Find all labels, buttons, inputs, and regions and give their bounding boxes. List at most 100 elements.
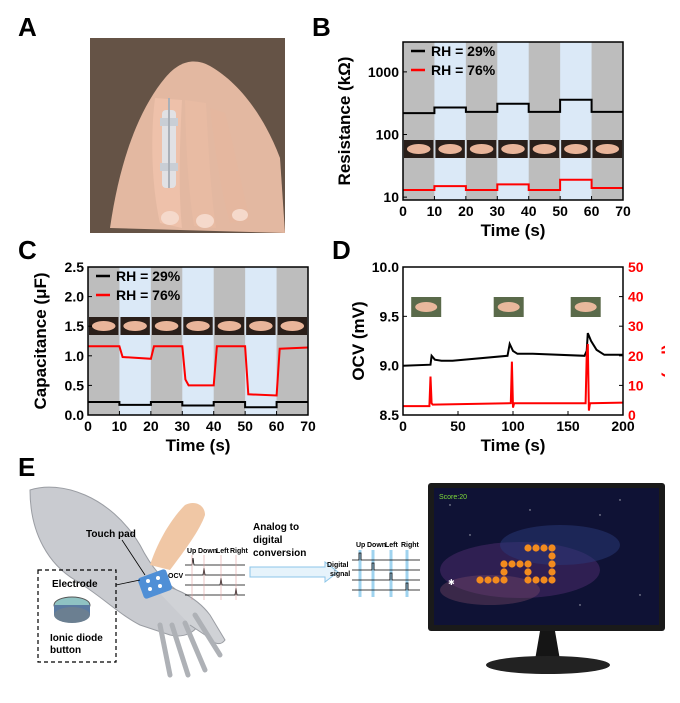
series-line-0 bbox=[88, 401, 308, 409]
finger-illustration bbox=[150, 503, 205, 570]
x-tick-label-1: 50 bbox=[450, 418, 466, 434]
x-tick-label-5: 50 bbox=[237, 418, 253, 434]
x-axis-label: Time (s) bbox=[481, 221, 546, 240]
x-tick-label-7: 70 bbox=[300, 418, 316, 434]
y-right-tick-label-5: 50 bbox=[628, 259, 644, 275]
direction-up: Up bbox=[187, 548, 196, 555]
snake-segment-8 bbox=[524, 560, 532, 568]
touch-pad bbox=[137, 569, 173, 599]
x-tick-label-2: 20 bbox=[458, 203, 474, 219]
snake-segment-3 bbox=[500, 576, 508, 584]
digital-label-1: Digital bbox=[327, 562, 348, 569]
ionic-diode-label-1: Ionic diode bbox=[50, 633, 103, 644]
direction-left: Left bbox=[216, 548, 230, 555]
snake-segment-18 bbox=[540, 544, 548, 552]
press-band-0 bbox=[434, 42, 466, 200]
finger-photo-hand-1 bbox=[123, 321, 147, 331]
svg-text:✱: ✱ bbox=[448, 578, 455, 587]
y-tick-label-2: 1.0 bbox=[65, 348, 85, 364]
snake-segment-16 bbox=[548, 552, 556, 560]
y-tick-label-0: 10 bbox=[383, 189, 399, 205]
snake-segment-13 bbox=[548, 576, 556, 584]
y-tick-label-4: 2.0 bbox=[65, 289, 85, 305]
y-axis-label: Capacitance (μF) bbox=[31, 273, 50, 410]
snake-segment-14 bbox=[548, 568, 556, 576]
snake-segment-7 bbox=[516, 560, 524, 568]
panel-e-schematic: Touch pad Electrode Ionic diode button U… bbox=[29, 483, 665, 678]
y-axis-label: Resistance (kΩ) bbox=[335, 57, 354, 186]
snake-segment-12 bbox=[540, 576, 548, 584]
x-tick-label-6: 60 bbox=[584, 203, 600, 219]
panel-label-c: C bbox=[18, 235, 37, 265]
finger-photo-hand-1 bbox=[438, 144, 462, 154]
press-band-0 bbox=[119, 267, 151, 415]
x-tick-label-0: 0 bbox=[84, 418, 92, 434]
y-right-tick-label-0: 0 bbox=[628, 407, 636, 423]
finger-photo-hand-6 bbox=[595, 144, 620, 154]
snake-segment-4 bbox=[500, 568, 508, 576]
d-finger-photo-0-hand bbox=[415, 302, 438, 312]
inset-box bbox=[37, 569, 117, 663]
x-axis-label: Time (s) bbox=[481, 436, 546, 455]
y-tick-label-2: 1000 bbox=[368, 64, 399, 80]
y-tick-label-1: 0.5 bbox=[65, 377, 85, 393]
series-line-0 bbox=[402, 332, 623, 367]
legend-label-1: RH = 76% bbox=[116, 287, 181, 303]
finger-photo-hand-0 bbox=[406, 144, 431, 154]
conversion-label-3: conversion bbox=[253, 548, 306, 559]
digital-down: Down bbox=[367, 542, 386, 549]
y-tick-label-2: 9.5 bbox=[380, 308, 400, 324]
direction-right: Right bbox=[230, 548, 249, 555]
finger-photo-hand-4 bbox=[532, 144, 557, 154]
x-tick-label-1: 10 bbox=[112, 418, 128, 434]
d-finger-photo-2-hand bbox=[574, 302, 597, 312]
series-line-0 bbox=[403, 98, 623, 115]
series-line-1 bbox=[403, 343, 624, 411]
y-tick-label-3: 1.5 bbox=[65, 318, 85, 334]
y-tick-label-3: 10.0 bbox=[372, 259, 399, 275]
panel-label-e: E bbox=[18, 452, 36, 482]
score-text: Score:20 bbox=[439, 494, 467, 501]
conversion-label-2: digital bbox=[253, 535, 283, 546]
conversion-arrow bbox=[249, 560, 339, 584]
snake-segment-11 bbox=[532, 576, 540, 584]
hand-photo bbox=[90, 38, 285, 233]
d-finger-photo-1-hand bbox=[497, 302, 520, 312]
plot-frame bbox=[87, 266, 309, 416]
snake-segment-6 bbox=[508, 560, 516, 568]
snake-segment-20 bbox=[524, 544, 532, 552]
legend-label-0: RH = 29% bbox=[116, 268, 181, 284]
y-axis-label: OCV (mV) bbox=[350, 301, 368, 380]
x-tick-label-5: 50 bbox=[552, 203, 568, 219]
y-tick-label-1: 9.0 bbox=[380, 358, 400, 374]
x-tick-label-3: 150 bbox=[556, 418, 580, 434]
press-band-2 bbox=[560, 42, 592, 200]
digital-right: Right bbox=[401, 542, 420, 549]
x-tick-label-2: 100 bbox=[501, 418, 525, 434]
finger-photo-hand-3 bbox=[501, 144, 525, 154]
plot-frame bbox=[402, 41, 624, 201]
y-right-tick-label-4: 40 bbox=[628, 289, 644, 305]
panel-label-b: B bbox=[312, 12, 331, 42]
finger-photo-hand-3 bbox=[186, 321, 210, 331]
y-right-axis-label: SCC (μA) bbox=[661, 304, 665, 379]
snake-segment-5 bbox=[500, 560, 508, 568]
legend-label-0: RH = 29% bbox=[431, 43, 496, 59]
snake-segment-9 bbox=[524, 568, 532, 576]
legend-label-1: RH = 76% bbox=[431, 62, 496, 78]
y-right-tick-label-3: 30 bbox=[628, 318, 644, 334]
series-line-1 bbox=[403, 178, 623, 191]
finger-photo-hand-2 bbox=[469, 144, 494, 154]
snake bbox=[476, 544, 556, 584]
series-line-1 bbox=[88, 345, 309, 397]
y-right-tick-label-2: 20 bbox=[628, 348, 644, 364]
x-tick-label-6: 60 bbox=[269, 418, 285, 434]
x-tick-label-4: 40 bbox=[521, 203, 537, 219]
x-tick-label-0: 0 bbox=[399, 203, 407, 219]
y-right-tick-label-1: 10 bbox=[628, 377, 644, 393]
finger-photo-hand-5 bbox=[249, 321, 273, 331]
y-tick-label-5: 2.5 bbox=[65, 259, 85, 275]
x-tick-label-4: 40 bbox=[206, 418, 222, 434]
press-band-1 bbox=[182, 267, 214, 415]
